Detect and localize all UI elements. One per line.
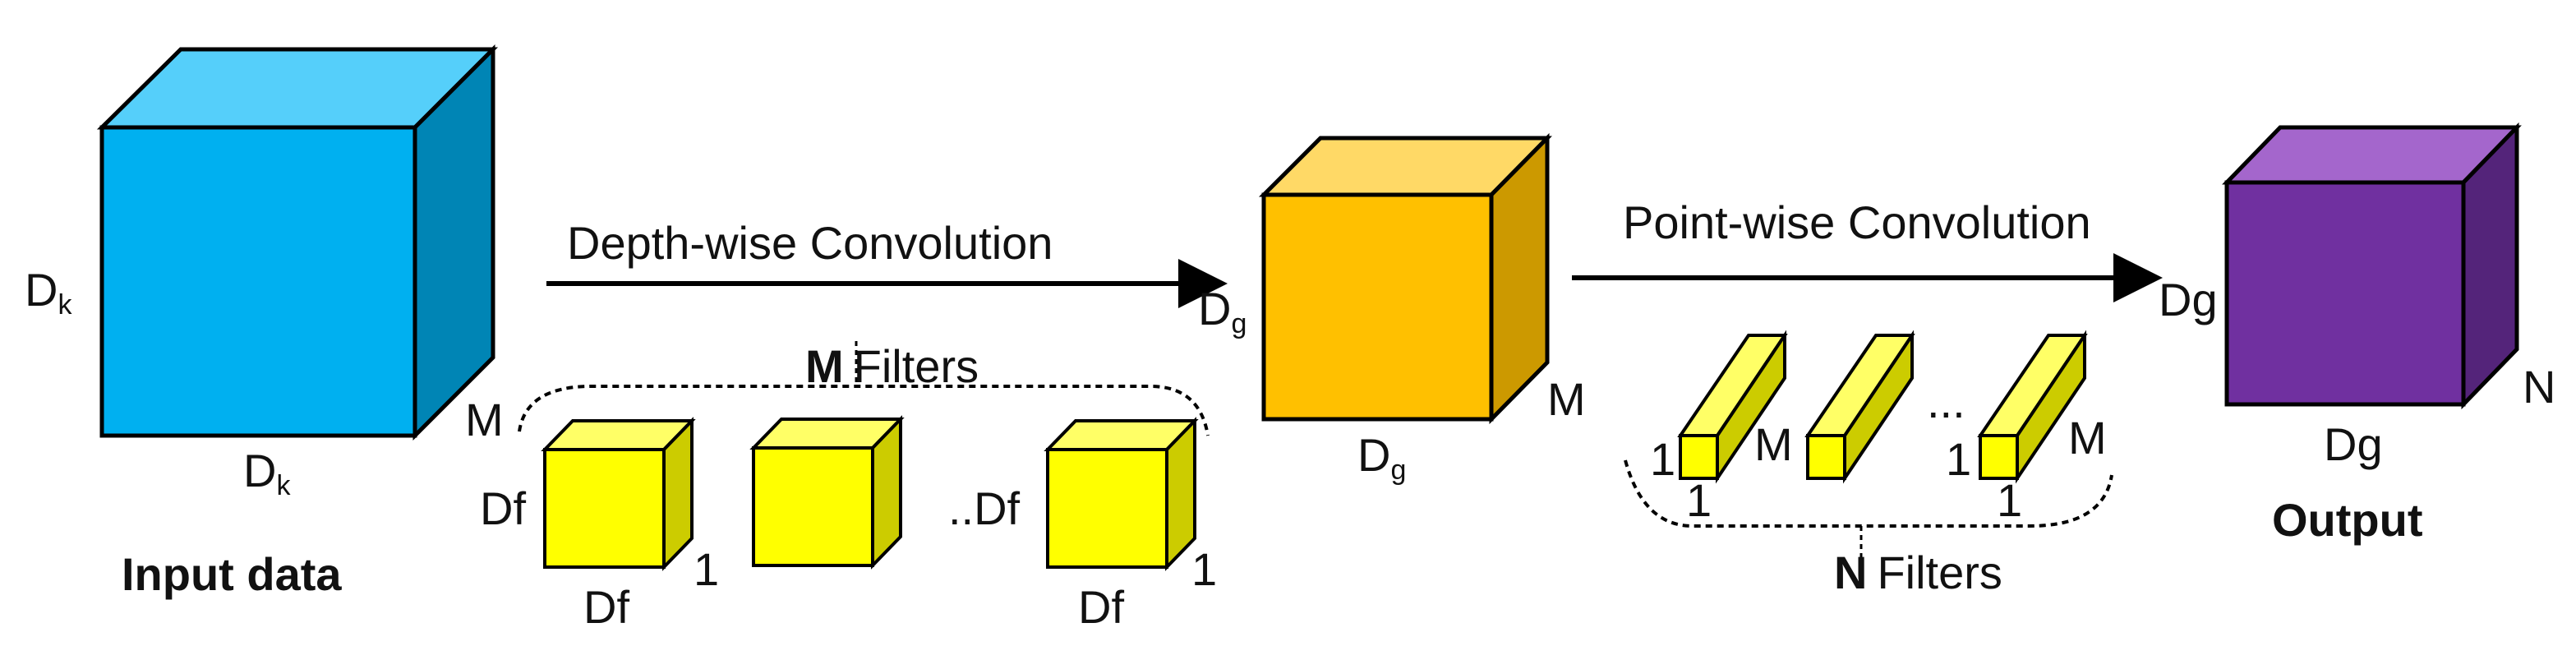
- output-cube: [2222, 122, 2522, 410]
- depthwise-filter-3-height: ..Df: [948, 482, 1021, 534]
- input-height-label: Dk: [25, 264, 72, 321]
- depthwise-filter-3: [1044, 417, 1199, 571]
- input-width-label: Dk: [243, 445, 291, 501]
- intermediate-cube: [1258, 132, 1552, 425]
- pointwise-filter-1-width: 1: [1686, 474, 1712, 526]
- input-cube: [96, 44, 499, 441]
- depthwise-filter-3-width: Df: [1078, 581, 1124, 633]
- depthwise-filter-1: [541, 417, 696, 571]
- intermediate-width-label: Dg: [1357, 429, 1406, 486]
- pointwise-filter-3-depth: M: [2068, 412, 2107, 464]
- pointwise-filter-3-width: 1: [1997, 474, 2022, 526]
- depthwise-filter-1-width: Df: [583, 581, 629, 633]
- depthwise-arrow-label: Depth-wise Convolution: [567, 217, 1053, 269]
- intermediate-height-label: Dg: [1198, 283, 1247, 339]
- depthwise-filter-2: [749, 415, 905, 570]
- pointwise-filter-1-height: 1: [1650, 433, 1675, 485]
- pointwise-filter-2: [1804, 330, 1915, 484]
- depthwise-filter-1-height: Df: [480, 482, 526, 534]
- pointwise-filter-3: [1977, 330, 2088, 484]
- output-height-label: Dg: [2159, 274, 2218, 325]
- output-cube-front: [2224, 180, 2466, 407]
- output-width-label: Dg: [2324, 418, 2383, 470]
- depthwise-filters-brace: [518, 385, 1210, 436]
- intermediate-cube-side: [1489, 132, 1550, 425]
- pointwise-filter-1: [1677, 330, 1788, 484]
- output-title: Output: [2272, 494, 2422, 546]
- output-depth-label: N: [2523, 361, 2555, 413]
- input-cube-side: [412, 44, 495, 441]
- intermediate-depth-label: M: [1547, 373, 1586, 425]
- input-cube-front: [99, 125, 417, 438]
- intermediate-cube-front: [1261, 192, 1494, 422]
- pointwise-arrow-label: Point-wise Convolution: [1623, 196, 2091, 248]
- input-title: Input data: [122, 548, 342, 600]
- pointwise-filter-1-depth: M: [1754, 418, 1793, 470]
- depthwise-filter-1-depth: 1: [694, 543, 719, 595]
- pointwise-ellipsis: ...: [1927, 376, 1965, 427]
- input-depth-label: M: [465, 394, 504, 445]
- pointwise-filter-3-height: 1: [1946, 433, 1971, 485]
- depthwise-filter-3-depth: 1: [1191, 543, 1217, 595]
- output-cube-side: [2461, 122, 2519, 410]
